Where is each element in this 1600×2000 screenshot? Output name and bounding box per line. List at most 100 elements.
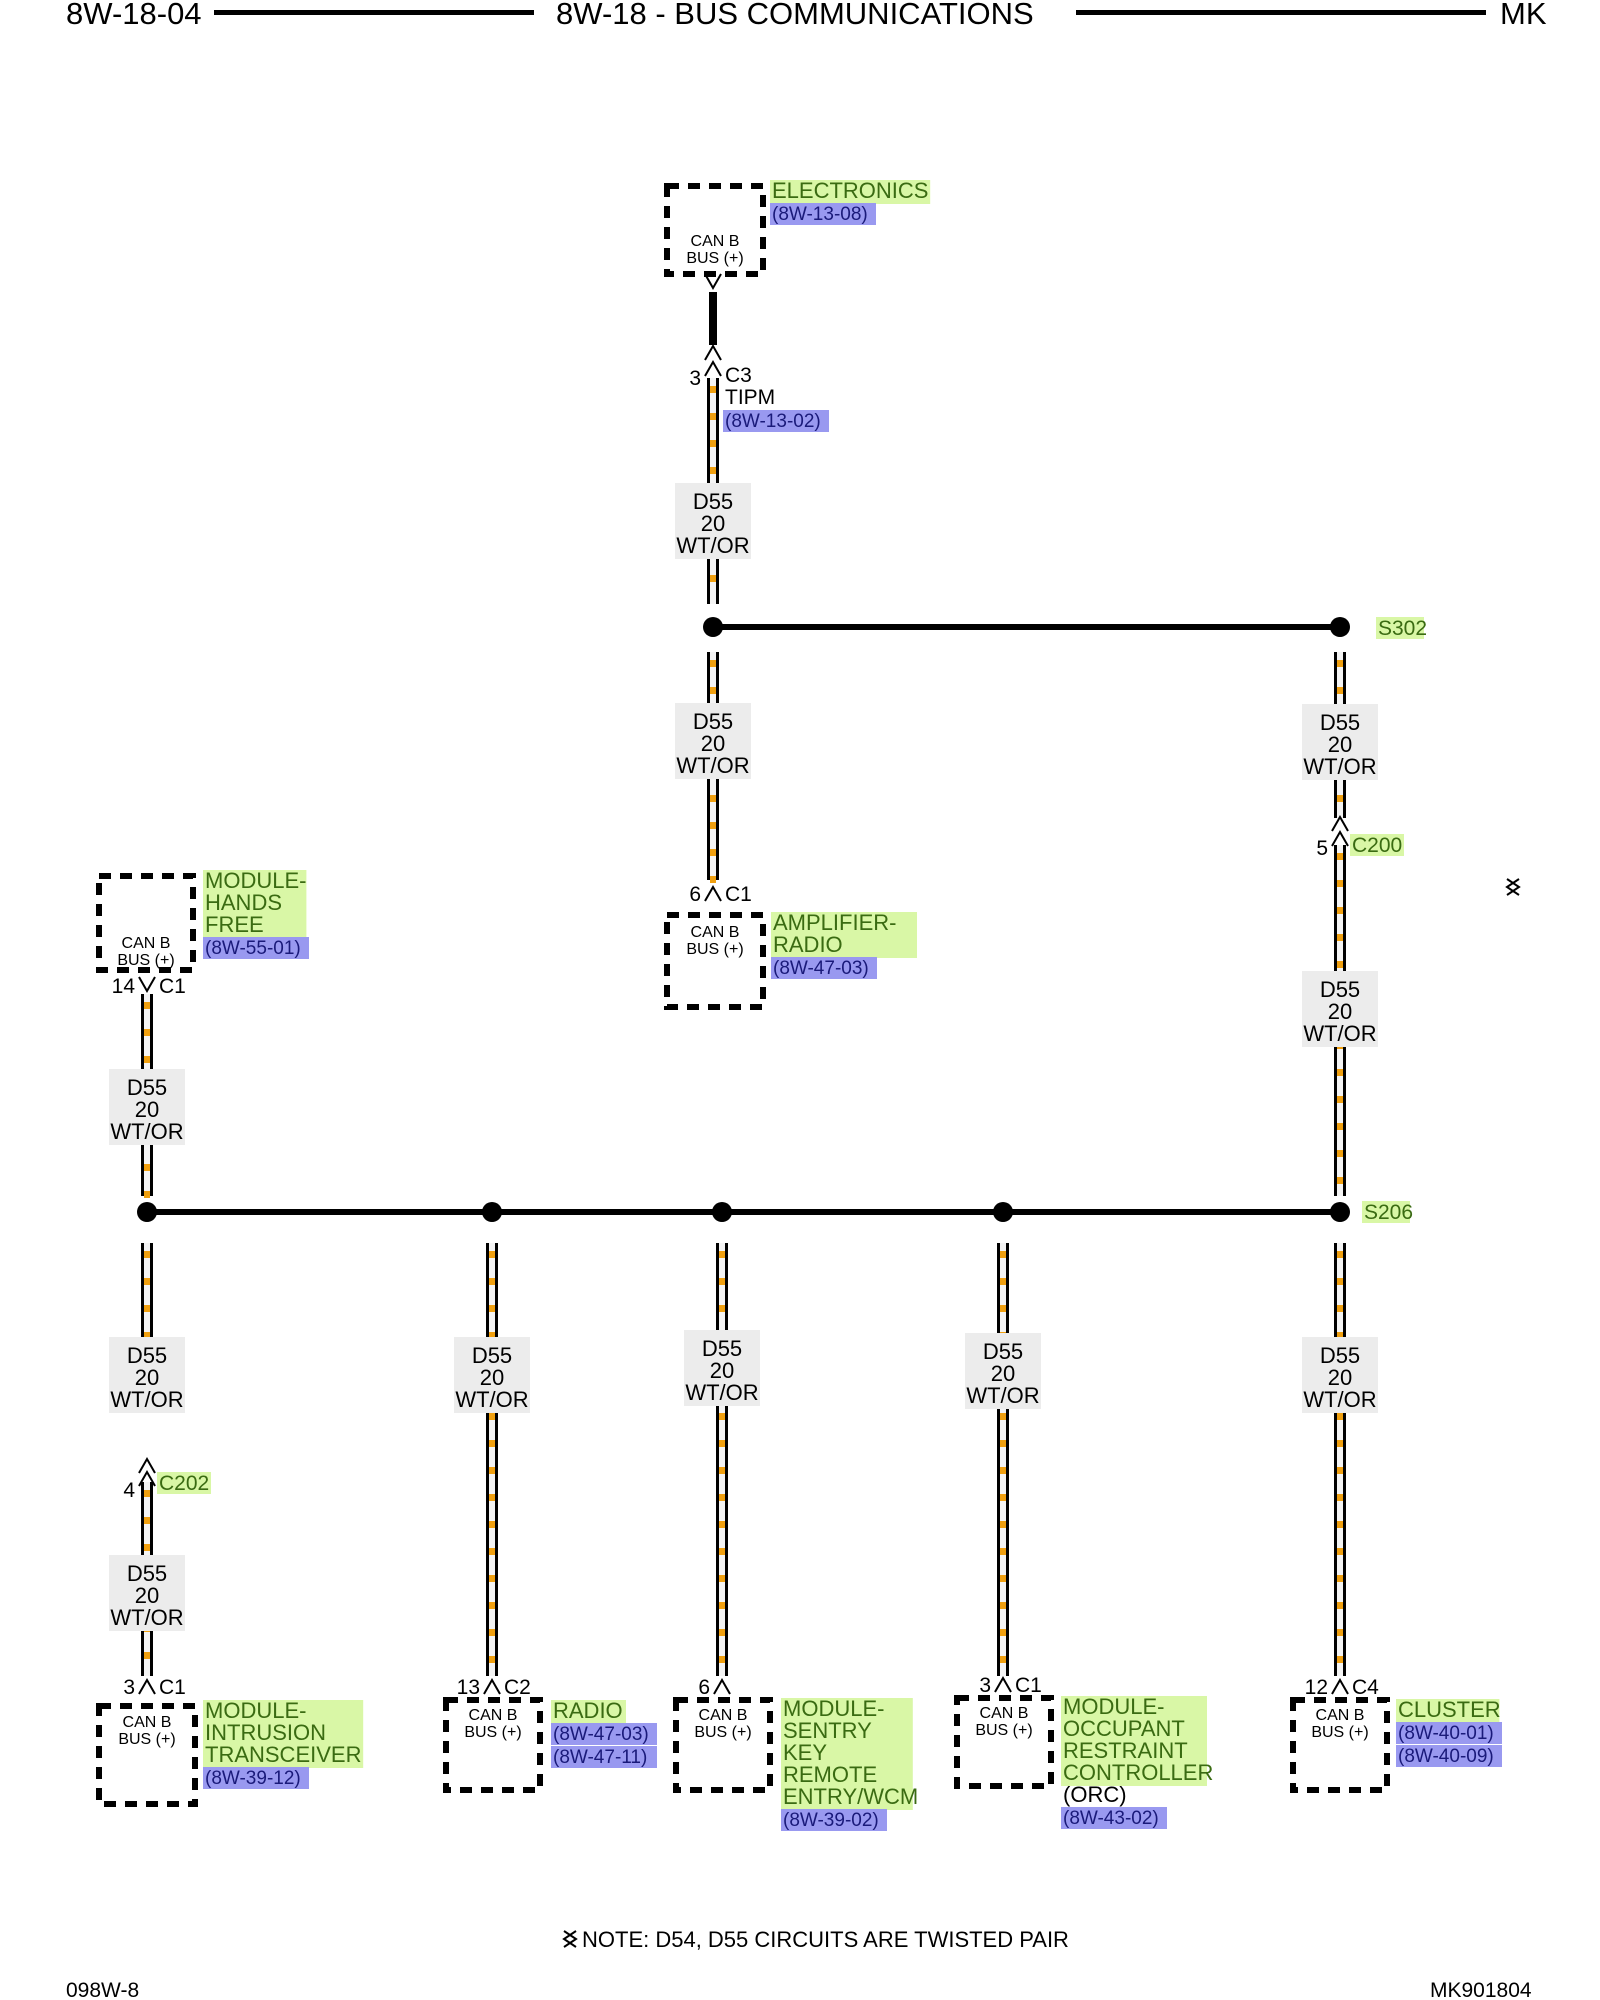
- wire-stripe: [144, 1002, 150, 1009]
- wire-stripe: [1000, 1305, 1006, 1312]
- module-pin-name: BUS (+): [464, 1724, 521, 1741]
- wire-gauge: 20: [1328, 999, 1352, 1024]
- reference-text: (8W-47-03): [773, 958, 869, 979]
- reference-text: (8W-13-02): [725, 411, 821, 432]
- wire-stripe: [489, 1575, 495, 1582]
- connector-chevron-icon: [138, 976, 156, 994]
- wire-stripe: [144, 1305, 150, 1312]
- wire-stripe: [489, 1278, 495, 1285]
- wire-circuit: D55: [127, 1561, 167, 1586]
- page-reference-link[interactable]: (8W-40-01): [1396, 1722, 1502, 1744]
- page-reference-link[interactable]: (8W-40-09): [1396, 1745, 1502, 1767]
- component-name-line: RADIO: [773, 932, 843, 957]
- component-name-highlight: [781, 1698, 913, 1810]
- connector-id: C1: [1015, 1674, 1042, 1697]
- wire-gauge: 20: [135, 1583, 159, 1608]
- twisted-pair-icon: [1505, 878, 1521, 896]
- page-reference-link[interactable]: (8W-13-08): [770, 203, 876, 225]
- component-name-line: SENTRY: [783, 1718, 872, 1743]
- component-name: CLUSTER: [1396, 1697, 1501, 1723]
- wire-s206-cluster: [1334, 1243, 1346, 1676]
- component-name-highlight: [203, 1700, 364, 1768]
- wire-stripe: [489, 1602, 495, 1609]
- wire-stripe: [489, 1332, 495, 1339]
- component-name: ELECTRONICS: [770, 178, 931, 204]
- module-pin-name: CAN B: [691, 924, 740, 941]
- wire-stripe: [710, 660, 716, 667]
- wire-stripe: [719, 1440, 725, 1447]
- wire-color: WT/OR: [1303, 1387, 1376, 1412]
- reference-text: (8W-47-11): [553, 1747, 647, 1768]
- connector-chevron-icon: [713, 1677, 731, 1695]
- wire-label-bg: [109, 1069, 185, 1145]
- page-reference-link[interactable]: (8W-55-01): [203, 937, 309, 959]
- wire-color: WT/OR: [676, 533, 749, 558]
- pin-number: 3: [689, 367, 701, 390]
- wire-label-bg: [965, 1333, 1041, 1409]
- component-name-highlight: [1396, 1699, 1500, 1723]
- connector-chevron-icon: [138, 1456, 156, 1474]
- wire-stripe: [1337, 1069, 1343, 1076]
- pin-number: 13: [457, 1676, 480, 1699]
- wire-stripe: [719, 1278, 725, 1285]
- wire-stripe: [1337, 1440, 1343, 1447]
- page-reference-link[interactable]: (8W-47-11): [551, 1746, 657, 1768]
- wire-stripe: [1000, 1602, 1006, 1609]
- wire-label-bg: [675, 483, 751, 559]
- wire-stripe: [1337, 1575, 1343, 1582]
- wire-label-bg: [109, 1555, 185, 1631]
- wire-color: WT/OR: [110, 1605, 183, 1630]
- pin-number: 6: [689, 883, 701, 906]
- wire-circuit: D55: [693, 489, 733, 514]
- wire-stripe: [1337, 660, 1343, 667]
- bus-layer: [137, 617, 1350, 1222]
- wire-stripe: [719, 1548, 725, 1555]
- page-reference-link[interactable]: (8W-47-03): [771, 957, 877, 979]
- header-title: 8W-18 - BUS COMMUNICATIONS: [556, 0, 1034, 31]
- wire-stripe: [1337, 687, 1343, 694]
- component-name-line: RADIO: [553, 1698, 623, 1723]
- wire-stripe: [1337, 1602, 1343, 1609]
- wire-stripe: [719, 1602, 725, 1609]
- module-pin-name: CAN B: [122, 935, 171, 952]
- wire-gauge: 20: [710, 1358, 734, 1383]
- bus-line: [713, 624, 1340, 630]
- wire-stripe: [144, 1029, 150, 1036]
- connector-id: C4: [1352, 1676, 1379, 1699]
- page-reference-link[interactable]: (8W-39-12): [203, 1767, 309, 1789]
- page-reference-link[interactable]: (8W-39-02): [781, 1809, 887, 1831]
- wire-s206-radio: [486, 1243, 498, 1676]
- wire-stripe: [719, 1575, 725, 1582]
- pin-number: 12: [1305, 1676, 1328, 1699]
- wire-stripe: [144, 1544, 150, 1551]
- wire-stripe: [710, 467, 716, 474]
- wire-stripe: [719, 1656, 725, 1663]
- page-reference-link[interactable]: (8W-47-03): [551, 1723, 657, 1745]
- wire-stripe: [1000, 1467, 1006, 1474]
- page-reference-link[interactable]: (8W-13-02): [723, 410, 829, 432]
- wire-label-bg: [1302, 1337, 1378, 1413]
- wire-stripe: [144, 1164, 150, 1171]
- wire-stripe: [719, 1251, 725, 1258]
- module-pin-name: CAN B: [980, 1705, 1029, 1722]
- wire-stripe: [1000, 1413, 1006, 1420]
- wire-stripe: [1337, 934, 1343, 941]
- wire-color: WT/OR: [676, 753, 749, 778]
- page-reference-link[interactable]: (8W-43-02): [1061, 1807, 1167, 1829]
- reference-highlight: [770, 203, 876, 225]
- wire-color: WT/OR: [1303, 1021, 1376, 1046]
- wire-stripe: [710, 386, 716, 393]
- reference-text: (8W-40-09): [1398, 1746, 1494, 1767]
- module-pin-name: BUS (+): [117, 952, 174, 969]
